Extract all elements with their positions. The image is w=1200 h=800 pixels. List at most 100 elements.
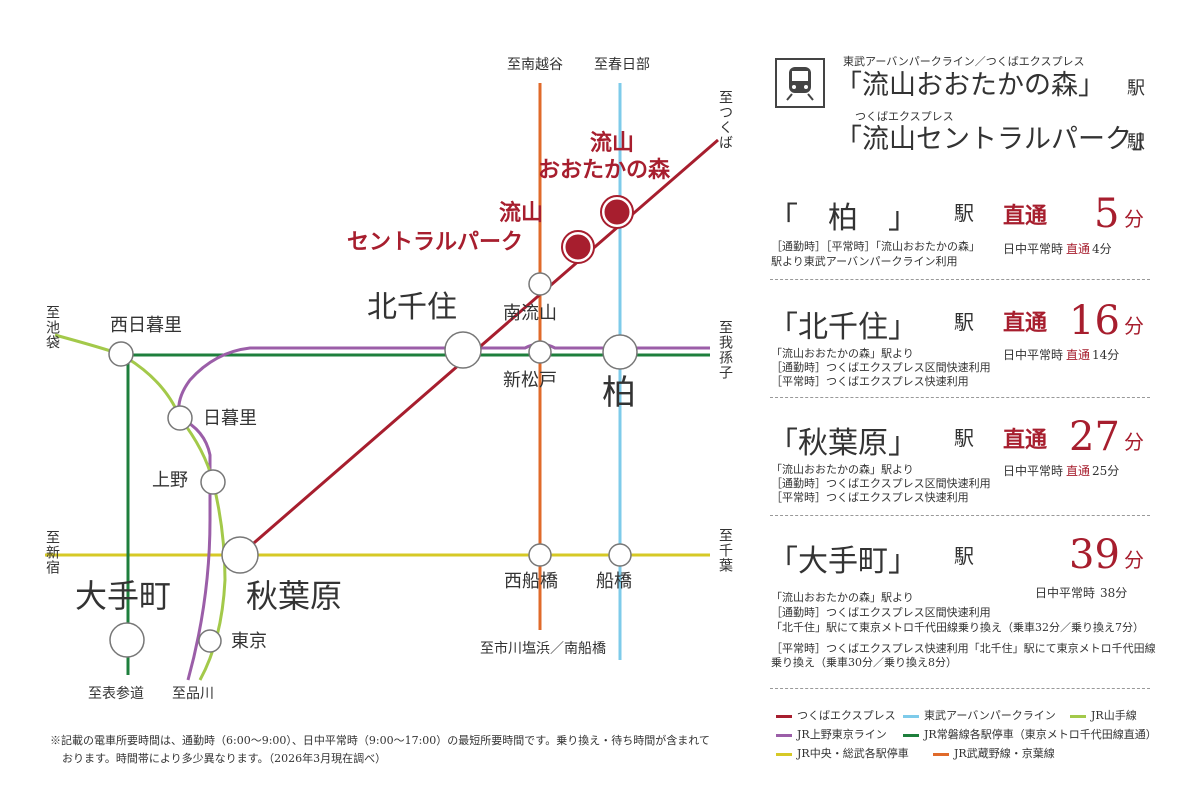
train-icon bbox=[775, 58, 825, 108]
station-marker-nishi-funabashi[interactable] bbox=[528, 543, 552, 567]
label-minami-nagareyama: 南流山 bbox=[503, 303, 557, 324]
route-map bbox=[45, 83, 719, 681]
station-marker-nippori[interactable] bbox=[167, 405, 193, 431]
direction-abiko: 至我孫子 bbox=[717, 320, 733, 380]
dest-kitasenju-note-1: ［通勤時］つくばエクスプレス区間快速利用 bbox=[771, 361, 991, 374]
direction-chiba: 至千葉 bbox=[717, 528, 733, 573]
label-funabashi: 船橋 bbox=[596, 571, 632, 592]
header-sub1: 東武アーバンパークライン／つくばエクスプレス bbox=[843, 55, 1085, 68]
footnote-line-1: ※記載の電車所要時間は、通勤時（6:00～9:00）、日中平常時（9:00～17… bbox=[50, 734, 710, 747]
dest-kitasenju-minutes: 16 bbox=[1069, 298, 1120, 344]
label-otemachi: 大手町 bbox=[75, 577, 172, 615]
label-shin-matsudo: 新松戸 bbox=[503, 370, 557, 391]
label-nagareyama-central-1: 流山 bbox=[499, 201, 544, 226]
direction-omotesando: 至表参道 bbox=[88, 686, 144, 702]
station-marker-minami-nagareyama[interactable] bbox=[528, 272, 552, 296]
dest-kashiwa-name: 「 柏 」 bbox=[768, 201, 918, 236]
station-marker-shin-matsudo[interactable] bbox=[528, 340, 552, 364]
station-marker-kashiwa[interactable] bbox=[602, 334, 638, 370]
station-marker-akihabara[interactable] bbox=[221, 536, 259, 574]
dest-otemachi-day-minutes: 38分 bbox=[1100, 586, 1128, 600]
station-marker-nagareyama-otaka[interactable] bbox=[601, 196, 633, 228]
legend-tsukuba-express: つくばエクスプレス bbox=[776, 707, 896, 723]
station-marker-otemachi[interactable] bbox=[109, 622, 145, 658]
label-tokyo: 東京 bbox=[231, 631, 267, 652]
legend-tobu-urban-park: 東武アーバンパークライン bbox=[903, 707, 1056, 723]
dest-kitasenju-direct: 直通 bbox=[1003, 311, 1048, 336]
direction-minami-koshigaya: 至南越谷 bbox=[507, 57, 563, 73]
dest-kashiwa-note-0: ［通勤時］［平常時］「流山おおたかの森」 bbox=[771, 240, 980, 253]
dest-otemachi-note-1: ［通勤時］つくばエクスプレス区間快速利用 bbox=[771, 606, 991, 619]
dest-otemachi-minutes: 39 bbox=[1069, 532, 1120, 578]
separator-2 bbox=[770, 397, 1150, 398]
dest-kitasenju-note-2: ［平常時］つくばエクスプレス快速利用 bbox=[771, 375, 969, 388]
dest-kashiwa-day-prefix: 日中平常時 bbox=[1003, 242, 1064, 256]
dest-kashiwa-note-1: 駅より東武アーバンパークライン利用 bbox=[771, 255, 958, 268]
dest-otemachi-suffix: 駅 bbox=[954, 544, 974, 568]
dest-kashiwa-direct: 直通 bbox=[1003, 204, 1048, 229]
legend-ueno-tokyo: JR上野東京ライン bbox=[776, 726, 887, 742]
label-nagareyama-central-2: セントラルパーク bbox=[347, 230, 524, 255]
separator-3 bbox=[770, 515, 1150, 516]
label-kita-senju: 北千住 bbox=[367, 290, 457, 325]
label-nagareyama-otaka-2: おおたかの森 bbox=[538, 158, 671, 183]
dest-kitasenju-name: 「北千住」 bbox=[768, 310, 918, 345]
station-marker-ueno[interactable] bbox=[200, 469, 226, 495]
legend-chuo-sobu: JR中央・総武各駅停車 bbox=[776, 745, 909, 761]
dest-otemachi-note-0: 「流山おおたかの森」駅より bbox=[771, 591, 914, 604]
header-sub2: つくばエクスプレス bbox=[855, 110, 954, 123]
dest-otemachi-note-4: 乗り換え（乗車30分／乗り換え8分） bbox=[771, 656, 957, 669]
dest-otemachi-note-2: 「北千住」駅にて東京メトロ千代田線乗り換え（乗車32分／乗り換え7分） bbox=[771, 621, 1144, 634]
station-marker-nishi-nippori[interactable] bbox=[108, 341, 134, 367]
direction-kasukabe: 至春日部 bbox=[594, 57, 650, 73]
legend-joban-chiyoda: JR常磐線各駅停車（東京メトロ千代田線直通） bbox=[903, 726, 1157, 742]
dest-akihabara-suffix: 駅 bbox=[954, 426, 974, 450]
footnote-line-2: おります。時間帯により多少異なります。（2026年3月現在調べ） bbox=[62, 751, 387, 765]
dest-akihabara-day-prefix: 日中平常時 bbox=[1003, 464, 1064, 478]
dest-akihabara-day-direct: 直通 bbox=[1066, 464, 1091, 478]
dest-kitasenju-day-direct: 直通 bbox=[1066, 348, 1091, 362]
header-suffix1: 駅 bbox=[1127, 78, 1145, 99]
label-nishi-nippori: 西日暮里 bbox=[110, 315, 182, 336]
dest-kashiwa-minutes: 5 bbox=[1094, 191, 1120, 237]
dest-akihabara-note-1: ［通勤時］つくばエクスプレス区間快速利用 bbox=[771, 477, 991, 490]
dest-akihabara-note-2: ［平常時］つくばエクスプレス快速利用 bbox=[771, 491, 969, 504]
dest-kitasenju-suffix: 駅 bbox=[954, 310, 974, 334]
dest-otemachi-unit: 分 bbox=[1124, 548, 1144, 572]
direction-shinagawa: 至品川 bbox=[172, 686, 214, 702]
footnote: ※記載の電車所要時間は、通勤時（6:00～9:00）、日中平常時（9:00～17… bbox=[50, 732, 750, 767]
dest-akihabara-unit: 分 bbox=[1124, 430, 1144, 454]
dest-kashiwa-unit: 分 bbox=[1124, 207, 1144, 231]
station-marker-nagareyama-central[interactable] bbox=[562, 231, 594, 263]
direction-ikebukuro: 至池袋 bbox=[44, 305, 60, 350]
label-nagareyama-otaka-1: 流山 bbox=[590, 131, 635, 156]
legend-yamanote: JR山手線 bbox=[1070, 707, 1137, 723]
header-name1: 「流山おおたかの森」 bbox=[835, 70, 1105, 101]
direction-shinjuku: 至新宿 bbox=[44, 530, 60, 575]
dest-kashiwa-day-direct: 直通 bbox=[1066, 242, 1091, 256]
header-name2: 「流山セントラルパーク」 bbox=[835, 124, 1159, 155]
station-marker-tokyo[interactable] bbox=[198, 629, 222, 653]
dest-otemachi-day-prefix: 日中平常時 bbox=[1035, 586, 1096, 600]
direction-tsukuba: 至つくば bbox=[717, 90, 733, 150]
label-nishi-funabashi: 西船橋 bbox=[504, 571, 558, 592]
direction-ichikawa: 至市川塩浜／南船橋 bbox=[480, 641, 606, 657]
label-akihabara: 秋葉原 bbox=[246, 577, 343, 615]
label-nippori: 日暮里 bbox=[203, 408, 257, 429]
dest-akihabara-note-0: 「流山おおたかの森」駅より bbox=[771, 463, 914, 476]
dest-kitasenju-day-minutes: 14分 bbox=[1092, 348, 1120, 362]
header-suffix2: 駅 bbox=[1127, 132, 1145, 153]
dest-akihabara-name: 「秋葉原」 bbox=[768, 426, 918, 461]
dest-kitasenju-note-0: 「流山おおたかの森」駅より bbox=[771, 347, 914, 360]
station-marker-funabashi[interactable] bbox=[608, 543, 632, 567]
dest-kitasenju-unit: 分 bbox=[1124, 314, 1144, 338]
label-ueno: 上野 bbox=[152, 470, 188, 491]
station-marker-kita-senju[interactable] bbox=[444, 331, 482, 369]
legend-musashino-keiyo: JR武蔵野線・京葉線 bbox=[933, 745, 1055, 761]
separator-4 bbox=[770, 688, 1150, 689]
dest-akihabara-minutes: 27 bbox=[1069, 414, 1120, 460]
dest-kashiwa-suffix: 駅 bbox=[954, 201, 974, 225]
dest-otemachi-note-3: ［平常時］つくばエクスプレス快速利用「北千住」駅にて東京メトロ千代田線 bbox=[771, 642, 1156, 655]
dest-kitasenju-day-prefix: 日中平常時 bbox=[1003, 348, 1064, 362]
label-kashiwa: 柏 bbox=[602, 373, 636, 413]
